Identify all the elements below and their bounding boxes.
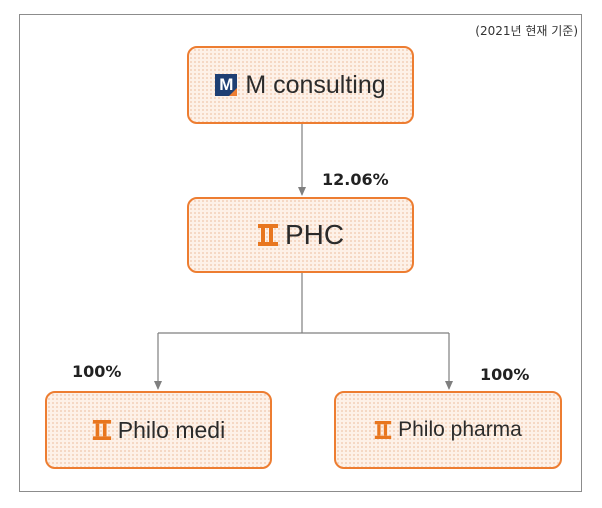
share-phc-to-medi: 100% — [72, 362, 122, 381]
philo-medi-label: Philo medi — [117, 416, 226, 443]
share-m-to-phc: 12.06% — [322, 170, 389, 189]
phc-label: PHC — [284, 219, 345, 250]
node-m-consulting: M M consulting — [187, 46, 414, 124]
m-consulting-label: M consulting — [245, 70, 386, 99]
node-phc: PHC — [187, 197, 414, 273]
reference-date-note: (2021년 현재 기준) — [475, 24, 578, 38]
node-philo-medi: Philo medi — [45, 391, 272, 469]
m-consulting-logo-icon: M — [215, 74, 238, 96]
philo-pharma-logo-icon — [374, 420, 392, 440]
philo-medi-logo-icon — [92, 419, 112, 441]
node-philo-pharma: Philo pharma — [334, 391, 562, 469]
phc-logo-icon — [257, 223, 279, 247]
share-phc-to-pharma: 100% — [480, 365, 530, 384]
philo-pharma-label: Philo pharma — [398, 418, 522, 441]
diagram-frame — [19, 14, 582, 492]
